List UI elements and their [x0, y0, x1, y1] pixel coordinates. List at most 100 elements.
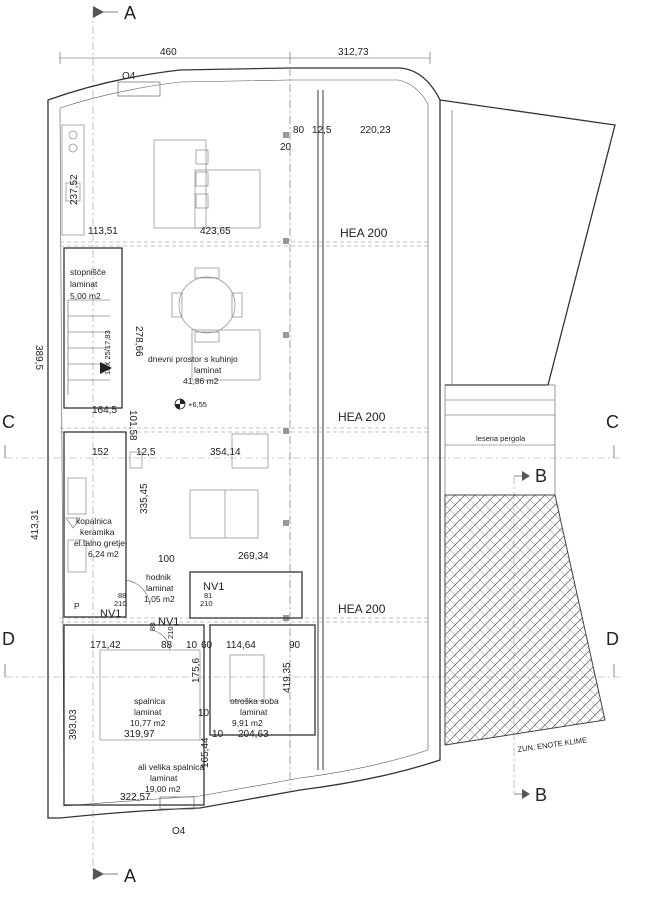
- dim-164-5: 164,5: [92, 405, 117, 416]
- window-label-top: O4: [122, 71, 136, 82]
- svg-text:ali velika spalnica: ali velika spalnica: [138, 762, 204, 772]
- pergola-label: lesena pergola: [476, 434, 526, 443]
- dim-237-52: 237,52: [69, 174, 80, 205]
- dim-171-42: 171,42: [90, 640, 121, 651]
- svg-text:210: 210: [200, 599, 213, 608]
- beam-label-1: HEA 200: [340, 226, 388, 240]
- room-label-stairs: stopnišče laminat 5,00 m2: [70, 267, 106, 301]
- section-label-d-left: D: [2, 629, 15, 649]
- dim-204-63: 204,63: [238, 729, 269, 740]
- section-label-a-bottom: A: [124, 866, 136, 886]
- dim-322-57: 322,57: [120, 792, 151, 803]
- section-label-a-top: A: [124, 3, 136, 23]
- stair-spec-label: 18X 25/17,83: [103, 330, 112, 375]
- svg-text:5,00 m2: 5,00 m2: [70, 291, 101, 301]
- dim-423-65: 423,65: [200, 226, 231, 237]
- room-label-kids: otroška soba laminat 9,91 m2: [230, 696, 279, 728]
- dim-413-31: 413,31: [30, 509, 41, 540]
- svg-text:NV1: NV1: [203, 581, 224, 593]
- svg-text:kopalnica: kopalnica: [76, 516, 112, 526]
- svg-text:88: 88: [118, 591, 126, 600]
- dim-278-66: 278,66: [133, 326, 144, 357]
- level-label: +6,55: [188, 400, 207, 409]
- staircase: [63, 247, 123, 409]
- svg-text:19,00 m2: 19,00 m2: [145, 784, 181, 794]
- section-label-b-bottom: B: [535, 785, 547, 805]
- svg-text:spalnica: spalnica: [134, 696, 165, 706]
- bedroom-walls: [63, 624, 205, 806]
- building-inner-outline: [59, 79, 429, 807]
- dim-10-c: 10: [212, 729, 224, 740]
- svg-text:88: 88: [148, 623, 157, 631]
- kitchen-island: [153, 139, 207, 229]
- window-bottom: [159, 796, 195, 810]
- stair-arrow-icon: [100, 362, 112, 374]
- section-arrow-b-top: [522, 471, 530, 481]
- door-swing-1: [124, 579, 151, 606]
- dim-10-b: 10: [198, 708, 210, 719]
- p-label: P: [74, 601, 80, 611]
- beam-label-2: HEA 200: [338, 410, 386, 424]
- svg-text:laminat: laminat: [134, 707, 162, 717]
- svg-text:NV1: NV1: [100, 608, 121, 620]
- dim-90: 90: [289, 640, 301, 651]
- bathroom-walls: [63, 431, 127, 618]
- door-swing-2: [149, 629, 171, 651]
- dim-80: 80: [293, 125, 305, 136]
- dining-table: [178, 276, 236, 334]
- pergola-outline: [439, 99, 616, 386]
- ac-units-label: ZUN. ENOTE KLIME: [517, 735, 588, 754]
- svg-text:NV1: NV1: [158, 616, 179, 628]
- dim-319-97: 319,97: [124, 729, 155, 740]
- window-top: [117, 81, 161, 97]
- room-label-living: dnevni prostor s kuhinjo laminat 41,86 m…: [148, 354, 238, 386]
- dim-top-left: 460: [160, 47, 177, 58]
- svg-text:laminat: laminat: [70, 279, 98, 289]
- svg-text:41,86 m2: 41,86 m2: [183, 376, 219, 386]
- dim-12-5-b: 12,5: [136, 447, 156, 458]
- dim-101-58: 101,58: [127, 410, 138, 441]
- section-label-b-top: B: [535, 466, 547, 486]
- door-nv1-b: NV1 88 210: [100, 591, 127, 620]
- door-nv1-c: NV1 88 210: [148, 616, 179, 639]
- dim-60: 60: [201, 640, 213, 651]
- hallway-walls: [189, 571, 303, 619]
- dim-top-right: 312,73: [338, 47, 369, 58]
- section-arrow-b-bottom: [522, 789, 530, 799]
- room-label-bedroom: spalnica laminat 10,77 m2: [130, 696, 166, 728]
- dim-165-44: 165,44: [200, 737, 211, 768]
- room-label-bathroom: kopalnica keramika el.talno gretje 6,24 …: [74, 516, 125, 559]
- dim-389-5: 389,5: [33, 345, 44, 370]
- dim-88: 88: [161, 640, 173, 651]
- beam-label-3: HEA 200: [338, 602, 386, 616]
- dim-354-14: 354,14: [210, 447, 241, 458]
- kids-room-walls: [209, 624, 316, 736]
- svg-text:keramika: keramika: [80, 527, 115, 537]
- svg-text:laminat: laminat: [146, 583, 174, 593]
- dim-20: 20: [280, 142, 292, 153]
- section-label-d-right: D: [606, 629, 619, 649]
- svg-text:hodnik: hodnik: [146, 572, 172, 582]
- svg-text:el.talno gretje: el.talno gretje: [74, 538, 125, 548]
- dim-152: 152: [92, 447, 109, 458]
- terrace-area: [444, 494, 606, 746]
- dim-114-64: 114,64: [226, 640, 256, 651]
- svg-text:6,24 m2: 6,24 m2: [88, 549, 119, 559]
- svg-text:otroška soba: otroška soba: [230, 696, 279, 706]
- svg-text:laminat: laminat: [194, 365, 222, 375]
- dim-419-35: 419,35: [282, 662, 293, 693]
- dim-175-6: 175,6: [191, 658, 202, 683]
- door-nv1-a: NV1 81 210: [200, 581, 224, 608]
- room-label-hall: hodnik laminat 1,05 m2: [144, 572, 175, 604]
- dim-100: 100: [158, 554, 175, 565]
- living-sofa: [189, 489, 259, 539]
- svg-text:laminat: laminat: [150, 773, 178, 783]
- svg-text:1,05 m2: 1,05 m2: [144, 594, 175, 604]
- dim-220-23: 220,23: [360, 125, 391, 136]
- dim-393-03: 393,03: [68, 709, 79, 740]
- kitchen-counter: [61, 124, 85, 236]
- dim-113-51: 113,51: [88, 226, 118, 237]
- dim-12-5-a: 12,5: [312, 125, 332, 136]
- section-label-c-right: C: [606, 412, 619, 432]
